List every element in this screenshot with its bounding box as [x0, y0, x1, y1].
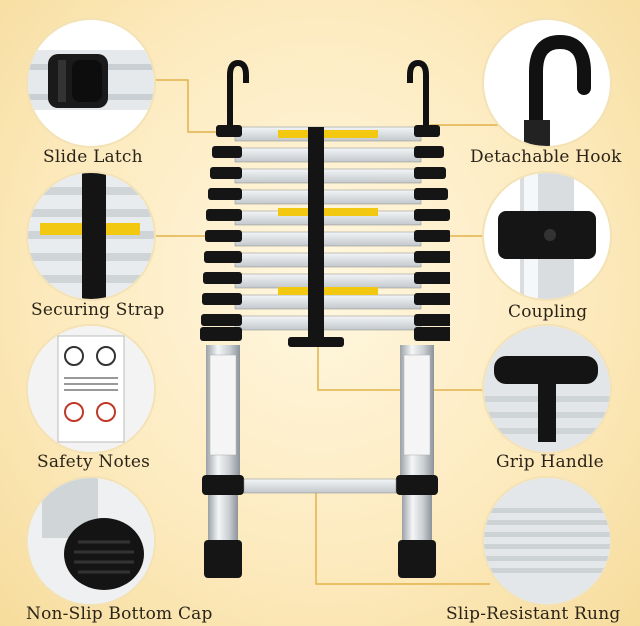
detachable-hook-closeup	[484, 20, 610, 146]
bottom-cap-label: Non-Slip Bottom Cap	[26, 604, 213, 624]
slide-latch-closeup	[28, 20, 154, 146]
grip-handle-closeup	[484, 326, 610, 452]
safety-notes-label: Safety Notes	[37, 452, 151, 472]
securing-strap-label: Securing Strap	[31, 300, 165, 320]
telescopic-ladder	[200, 59, 450, 578]
rung-label: Slip-Resistant Rung	[446, 604, 621, 624]
safety-notes-closeup	[28, 326, 154, 452]
securing-strap-closeup	[28, 173, 154, 299]
bottom-cap-closeup	[28, 478, 154, 604]
coupling-closeup	[484, 173, 610, 299]
rung-closeup	[484, 478, 610, 604]
slide-latch-label: Slide Latch	[43, 147, 143, 167]
grip-handle-label: Grip Handle	[496, 452, 604, 472]
coupling-label: Coupling	[508, 302, 588, 322]
detachable-hook-label: Detachable Hook	[470, 147, 622, 167]
